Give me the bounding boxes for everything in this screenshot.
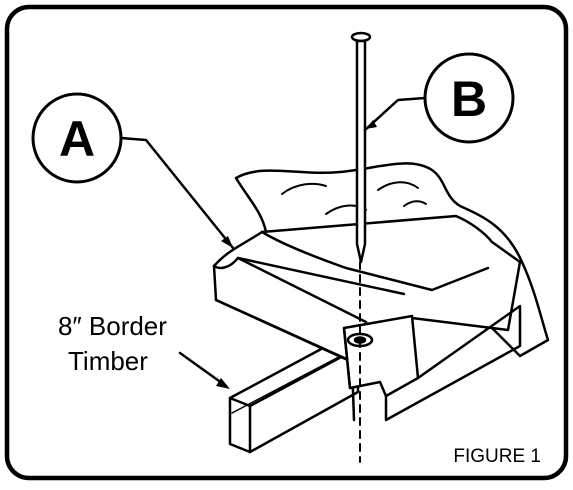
callout-a-leader xyxy=(119,136,235,250)
callout-b-leader xyxy=(363,96,427,132)
border-timber-label-line1: 8″ Border xyxy=(58,311,167,341)
callout-b-arrowhead xyxy=(366,120,377,129)
callout-a-arrowhead xyxy=(221,236,233,248)
border-label-arrowhead xyxy=(216,378,230,389)
border-label-leader xyxy=(178,351,228,388)
spike-nail xyxy=(350,31,372,264)
border-timber-label-line2: Timber xyxy=(68,346,148,376)
callout-b-letter: B xyxy=(451,71,487,127)
figure-caption: FIGURE 1 xyxy=(453,446,541,467)
callout-a-letter: A xyxy=(59,111,95,167)
